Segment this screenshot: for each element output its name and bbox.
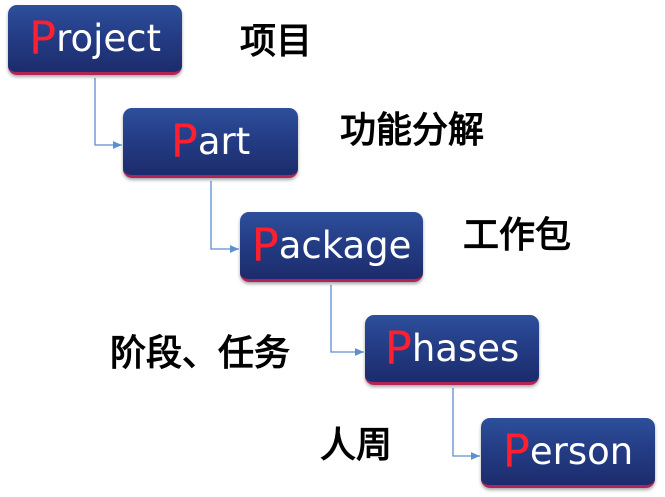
project-rest: roject [56,17,162,60]
person-rest: erson [529,430,634,473]
phases-label: 阶段、任务 [110,333,291,374]
phases-initial: P [384,322,412,375]
project-initial: P [28,12,57,65]
part-label: 功能分解 [340,110,485,151]
person-initial: P [502,425,530,478]
connector-project-to-part [94,78,122,149]
package-rest: ackage [278,224,412,267]
part-rest: art [197,120,251,163]
connector-package-to-phases [330,285,364,356]
phases-rest: hases [411,327,520,370]
part-initial: P [170,115,198,168]
package-initial: P [251,219,279,272]
project-label: 项目 [240,21,313,62]
connector-phases-to-person [452,388,480,460]
connector-part-to-package [210,181,239,253]
package-label: 工作包 [463,215,572,256]
person-label: 人周 [320,425,393,466]
